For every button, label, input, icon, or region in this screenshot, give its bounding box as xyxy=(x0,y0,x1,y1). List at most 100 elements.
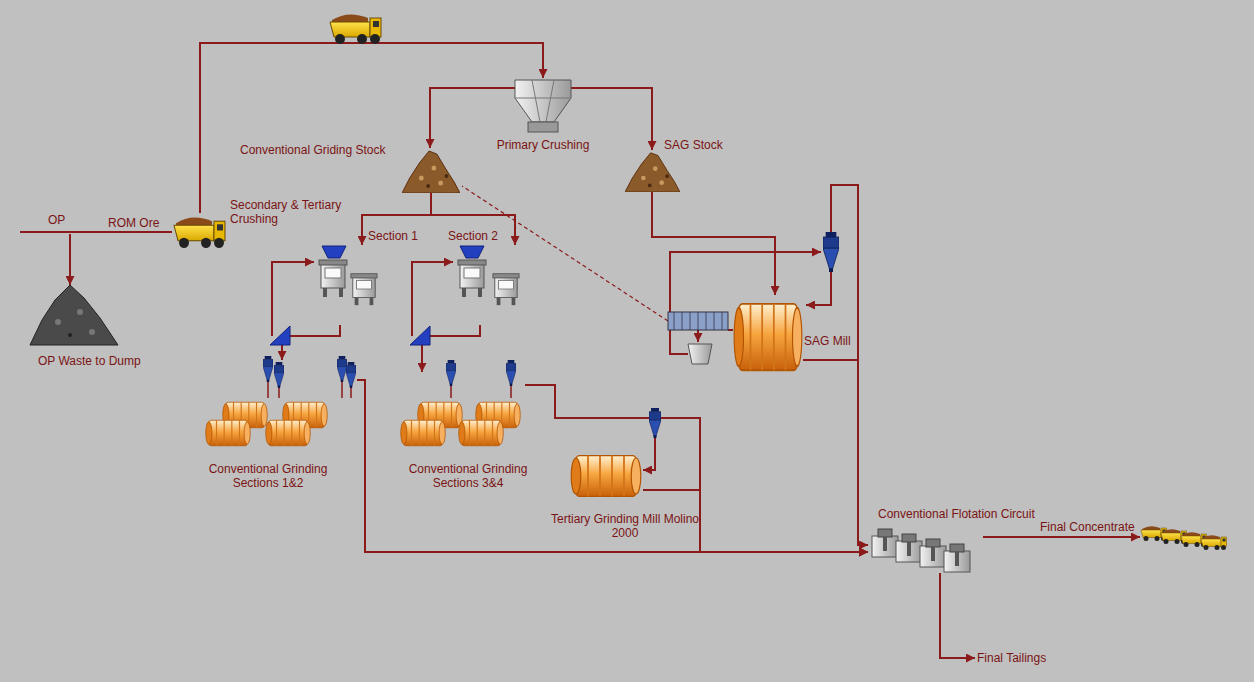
sag-screen xyxy=(668,312,728,330)
waste-dump xyxy=(68,333,72,337)
waste-dump xyxy=(30,285,118,345)
cone-crusher xyxy=(319,246,519,305)
sag-screen xyxy=(674,312,722,330)
ball-mill xyxy=(401,420,445,446)
equipment-label: SAG Stock xyxy=(664,138,723,152)
cone-crusher xyxy=(351,274,377,305)
screen-symbol xyxy=(410,326,430,345)
concentrate-truck xyxy=(1201,535,1227,550)
equipment-label: SAG Mill xyxy=(804,334,851,348)
equipment-node: SAG Mill xyxy=(733,295,803,377)
flow-line xyxy=(940,573,975,658)
primary-crusher xyxy=(515,80,571,122)
flow-line xyxy=(72,231,172,233)
flow-line xyxy=(200,43,543,213)
equipment-node: Tertiary Grinding Mill Molino 2000 xyxy=(568,445,643,505)
equipment-label: OP Waste to Dump xyxy=(38,354,141,368)
haul-truck xyxy=(330,14,381,44)
ore-stockpile xyxy=(402,151,460,193)
concentrate-truck xyxy=(1141,526,1227,550)
flow-line xyxy=(431,193,515,245)
hydrocyclone xyxy=(649,408,661,438)
flow-line xyxy=(20,185,858,398)
flow-line xyxy=(462,186,668,321)
screen-symbol xyxy=(270,326,430,345)
waste-dump xyxy=(30,285,118,345)
hydrocyclone xyxy=(263,232,839,438)
flow-line xyxy=(20,231,72,233)
ball-mill xyxy=(734,304,802,370)
waste-dump xyxy=(55,319,61,325)
flow-line xyxy=(282,325,340,360)
hydrocyclone xyxy=(274,362,284,388)
equipment-node: Conventional Griding Stock xyxy=(402,148,460,193)
equipment-node: Conventional Flotation Circuit xyxy=(868,525,983,573)
primary-crusher xyxy=(528,122,558,132)
equipment-label: Final Tailings xyxy=(975,650,1048,665)
equipment-label: Conventional Griding Stock xyxy=(240,143,385,157)
flotation-cell xyxy=(944,544,970,572)
ball-mill xyxy=(571,456,641,497)
connector-layer xyxy=(70,43,1140,658)
flow-line xyxy=(728,329,733,331)
flow-line xyxy=(69,234,71,285)
equipment-node: Conventional Grinding Sections 1&2 xyxy=(203,360,357,455)
equipment-label: Conventional Flotation Circuit xyxy=(878,507,1035,521)
ore-stockpile xyxy=(625,153,680,192)
sag-screen xyxy=(668,312,728,330)
flotation-cell xyxy=(920,539,946,567)
text-node: Final Tailings xyxy=(975,650,1048,665)
cone-crusher xyxy=(319,260,347,297)
equipment-label: OP xyxy=(20,212,72,227)
haul-truck xyxy=(174,14,381,248)
flow-line xyxy=(806,272,831,305)
cone-crusher xyxy=(458,260,486,297)
hydrocyclone xyxy=(337,356,347,382)
equipment-node: OP Waste to Dump xyxy=(30,285,118,345)
waste-dump xyxy=(89,329,95,335)
ore-stockpile xyxy=(402,151,680,193)
equipment-node: Section 2 xyxy=(455,245,523,325)
primary-crusher xyxy=(515,80,571,132)
ball-mill xyxy=(206,420,250,446)
flow-line xyxy=(412,262,453,336)
section-label: Secondary & Tertiary Crushing xyxy=(230,198,355,226)
flow-line xyxy=(803,360,868,545)
flotation-cell xyxy=(872,529,898,557)
hydrocyclone xyxy=(823,232,839,272)
flotation-cell xyxy=(896,534,922,562)
flow-line xyxy=(357,380,868,552)
hydrocyclone xyxy=(506,360,516,386)
hydrocyclone xyxy=(346,362,356,388)
flow-line xyxy=(362,193,431,245)
flow-line xyxy=(268,380,511,398)
pump-box xyxy=(688,344,712,364)
waste-dump xyxy=(77,309,83,315)
equipment-label: Final Concentrate xyxy=(1040,520,1135,534)
cone-crusher xyxy=(493,274,519,305)
equipment-node: Primary Crushing xyxy=(515,78,571,134)
equipment-label: ROM Ore xyxy=(108,216,159,230)
flow-line xyxy=(831,185,858,360)
flow-line xyxy=(697,330,699,342)
equipment-node: ROM Ore xyxy=(172,213,228,250)
cone-crusher xyxy=(322,246,346,258)
equipment-node: Final Concentrate xyxy=(1140,522,1232,550)
equipment-label: Section 1 xyxy=(368,229,418,243)
equipment-node: Section 1 xyxy=(316,245,380,325)
equipment-label: Primary Crushing xyxy=(490,138,596,152)
flow-line xyxy=(525,385,868,552)
primary-crusher xyxy=(515,80,571,122)
hydrocyclone xyxy=(446,360,456,386)
text-node: OP xyxy=(20,212,72,234)
hydrocyclone xyxy=(263,356,273,382)
pump-box xyxy=(688,344,712,364)
equipment-node: Conventional Grinding Sections 3&4 xyxy=(398,372,525,457)
equipment-label: Conventional Grinding Sections 1&2 xyxy=(193,462,343,490)
ball-mill xyxy=(266,420,310,446)
flow-line xyxy=(983,536,1140,538)
equipment-label: Section 2 xyxy=(448,229,498,243)
flow-line xyxy=(272,262,314,336)
